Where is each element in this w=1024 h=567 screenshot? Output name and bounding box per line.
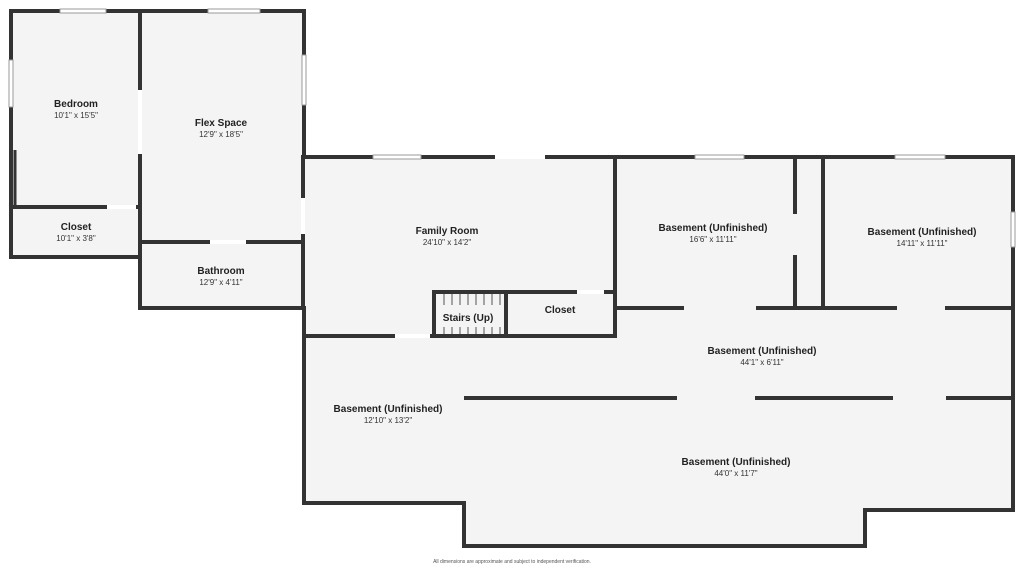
- room-dimensions: 14'11" x 11'11": [897, 239, 948, 248]
- room-basement-e: Basement (Unfinished) 44'0" x 11'7": [682, 457, 791, 478]
- room-name: Bathroom: [197, 266, 244, 277]
- stairs-label-bg: [437, 305, 503, 327]
- room-dimensions: 10'1" x 3'8": [56, 234, 96, 243]
- room-basement-b: Basement (Unfinished) 14'11" x 11'11": [868, 227, 977, 248]
- room-name: Flex Space: [195, 118, 248, 129]
- room-basement-c: Basement (Unfinished) 44'1" x 6'11": [708, 346, 817, 367]
- disclaimer-text: All dimensions are approximate and subje…: [433, 559, 591, 565]
- room-name: Basement (Unfinished): [868, 227, 977, 238]
- room-name: Basement (Unfinished): [708, 346, 817, 357]
- room-name: Closet: [61, 222, 92, 233]
- window: [8, 59, 14, 108]
- room-stairs: Stairs (Up): [443, 313, 494, 324]
- room-closet-upper: Closet 10'1" x 3'8": [56, 222, 96, 243]
- room-dimensions: 12'10" x 13'2": [364, 416, 412, 425]
- room-name: Stairs (Up): [443, 313, 494, 324]
- room-closet-lower: Closet: [545, 305, 576, 316]
- room-dimensions: 16'6" x 11'11": [689, 235, 736, 244]
- room-basement-d: Basement (Unfinished) 12'10" x 13'2": [334, 404, 443, 425]
- room-name: Family Room: [416, 226, 479, 237]
- window: [301, 54, 307, 106]
- room-dimensions: 12'9" x 4'11": [199, 278, 242, 287]
- floor-fills: [11, 11, 1013, 546]
- door-openings: [107, 90, 604, 338]
- room-bedroom: Bedroom 10'1" x 15'5": [54, 99, 98, 120]
- room-flex-space: Flex Space 12'9" x 18'5": [195, 118, 248, 139]
- room-name: Basement (Unfinished): [334, 404, 443, 415]
- room-name: Basement (Unfinished): [682, 457, 791, 468]
- room-dimensions: 24'10" x 14'2": [423, 238, 471, 247]
- room-name: Bedroom: [54, 99, 98, 110]
- windows: [8, 8, 1016, 248]
- window: [694, 154, 745, 160]
- room-dimensions: 44'0" x 11'7": [714, 469, 757, 478]
- room-name: Basement (Unfinished): [659, 223, 768, 234]
- window: [207, 8, 261, 14]
- room-bathroom: Bathroom 12'9" x 4'11": [197, 266, 244, 287]
- room-name: Closet: [545, 305, 576, 316]
- window: [372, 154, 422, 160]
- window: [894, 154, 946, 160]
- room-dimensions: 10'1" x 15'5": [54, 111, 98, 120]
- room-dimensions: 44'1" x 6'11": [740, 358, 783, 367]
- window: [59, 8, 107, 14]
- room-family-room: Family Room 24'10" x 14'2": [416, 226, 479, 247]
- window: [1010, 211, 1016, 248]
- room-basement-a: Basement (Unfinished) 16'6" x 11'11": [659, 223, 768, 244]
- room-dimensions: 12'9" x 18'5": [199, 130, 243, 139]
